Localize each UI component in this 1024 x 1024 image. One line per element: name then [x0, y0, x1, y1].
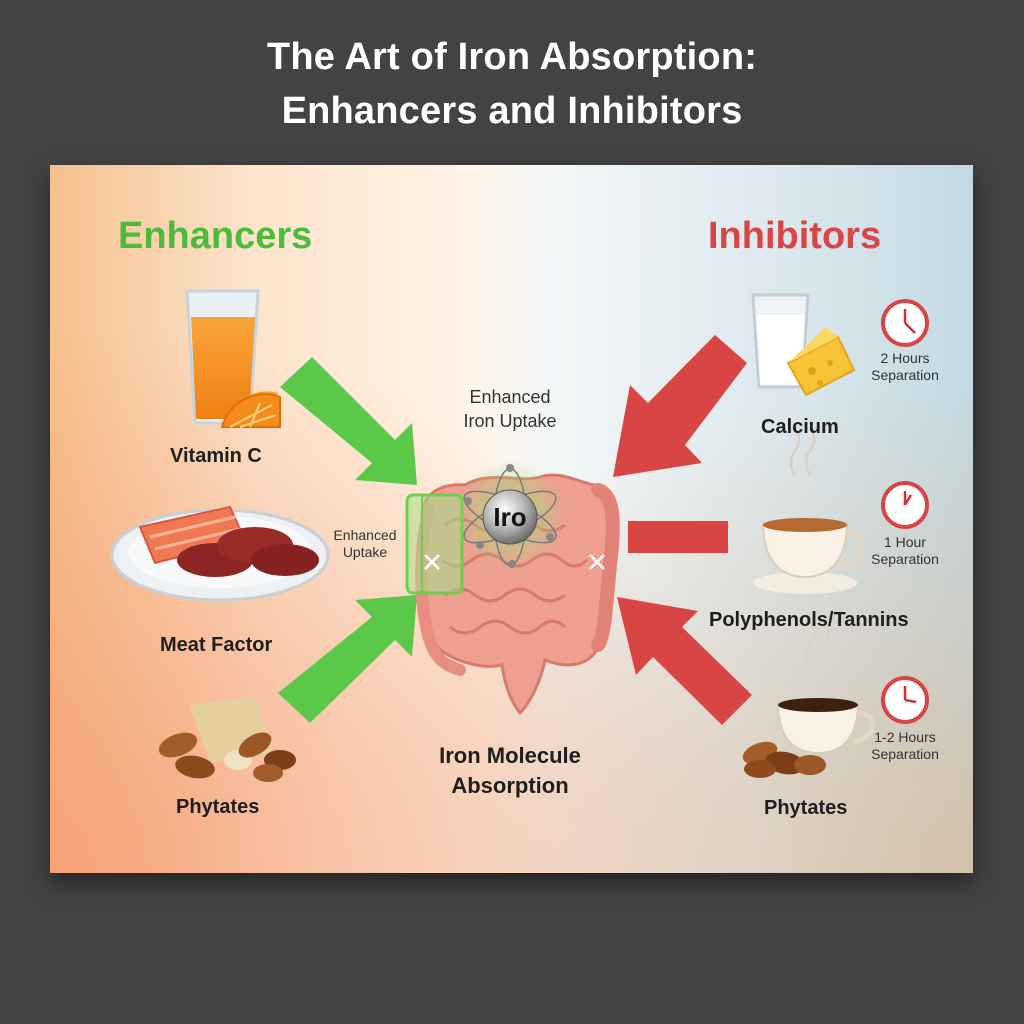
separation-note-phytates: 1-2 Hours Separation — [863, 729, 947, 763]
nuts-icon — [158, 697, 296, 782]
infographic-panel: Enhancers Inhibitors — [50, 165, 973, 873]
enhancers-heading: Enhancers — [118, 215, 313, 257]
separation-note-polyphenols: 1 Hour Separation — [863, 534, 947, 568]
iron-atom-icon — [455, 460, 565, 570]
inhibitor-arrow-bottom — [617, 597, 752, 725]
page-title: The Art of Iron Absorption: Enhancers an… — [0, 30, 1024, 138]
absorption-line-1: Iron Molecule — [439, 743, 581, 768]
uptake-line-2: Iron Uptake — [463, 411, 557, 431]
enhancer-arrow-top — [280, 357, 417, 485]
title-line-1: The Art of Iron Absorption: — [266, 36, 758, 78]
clock-icon-1-2h — [881, 676, 929, 724]
enhanced-uptake-highlight — [405, 493, 464, 595]
inhibitor-label-calcium: Calcium — [761, 416, 839, 438]
tea-cup-icon — [753, 426, 865, 594]
milk-cheese-icon — [751, 293, 856, 397]
blocked-marker-right — [589, 554, 605, 570]
separation-time: 1-2 Hours — [874, 729, 936, 745]
side-line-1: Enhanced — [333, 527, 397, 543]
enhancer-label-phytates: Phytates — [176, 796, 260, 818]
separation-word: Separation — [871, 746, 939, 762]
iron-label: Iro — [493, 502, 526, 532]
meat-plate-icon — [110, 505, 330, 602]
clock-icon-1h — [881, 481, 929, 529]
inhibitor-label-phytates: Phytates — [764, 797, 848, 819]
enhancer-arrow-bottom — [278, 595, 417, 723]
separation-note-calcium: 2 Hours Separation — [863, 350, 947, 384]
clock-icon-2h — [881, 299, 929, 347]
inhibitor-arrow-top — [613, 335, 747, 477]
uptake-line-1: Enhanced — [469, 387, 551, 407]
separation-word: Separation — [871, 551, 939, 567]
blocked-marker-left — [424, 554, 440, 570]
enhanced-uptake-side-label: Enhanced Uptake — [325, 527, 405, 561]
inhibitor-label-polyphenols: Polyphenols/Tannins — [709, 609, 909, 631]
iron-molecule-absorption-label: Iron Molecule Absorption — [405, 741, 615, 801]
diagram-graphics: Iro — [110, 289, 929, 782]
inhibitors-heading: Inhibitors — [708, 215, 882, 257]
inhibitor-arrow-middle — [628, 521, 728, 553]
enhancer-label-vitamin-c: Vitamin C — [170, 445, 262, 467]
separation-time: 1 Hour — [883, 534, 927, 550]
coffee-nuts-icon — [742, 622, 875, 778]
enhancer-label-meat-factor: Meat Factor — [160, 634, 273, 656]
separation-time: 2 Hours — [880, 350, 930, 366]
side-line-2: Uptake — [342, 544, 388, 560]
enhanced-iron-uptake-label: Enhanced Iron Uptake — [435, 385, 585, 433]
title-line-2: Enhancers and Inhibitors — [281, 90, 743, 132]
orange-juice-icon — [185, 289, 281, 428]
separation-word: Separation — [871, 367, 939, 383]
absorption-line-2: Absorption — [451, 773, 569, 798]
